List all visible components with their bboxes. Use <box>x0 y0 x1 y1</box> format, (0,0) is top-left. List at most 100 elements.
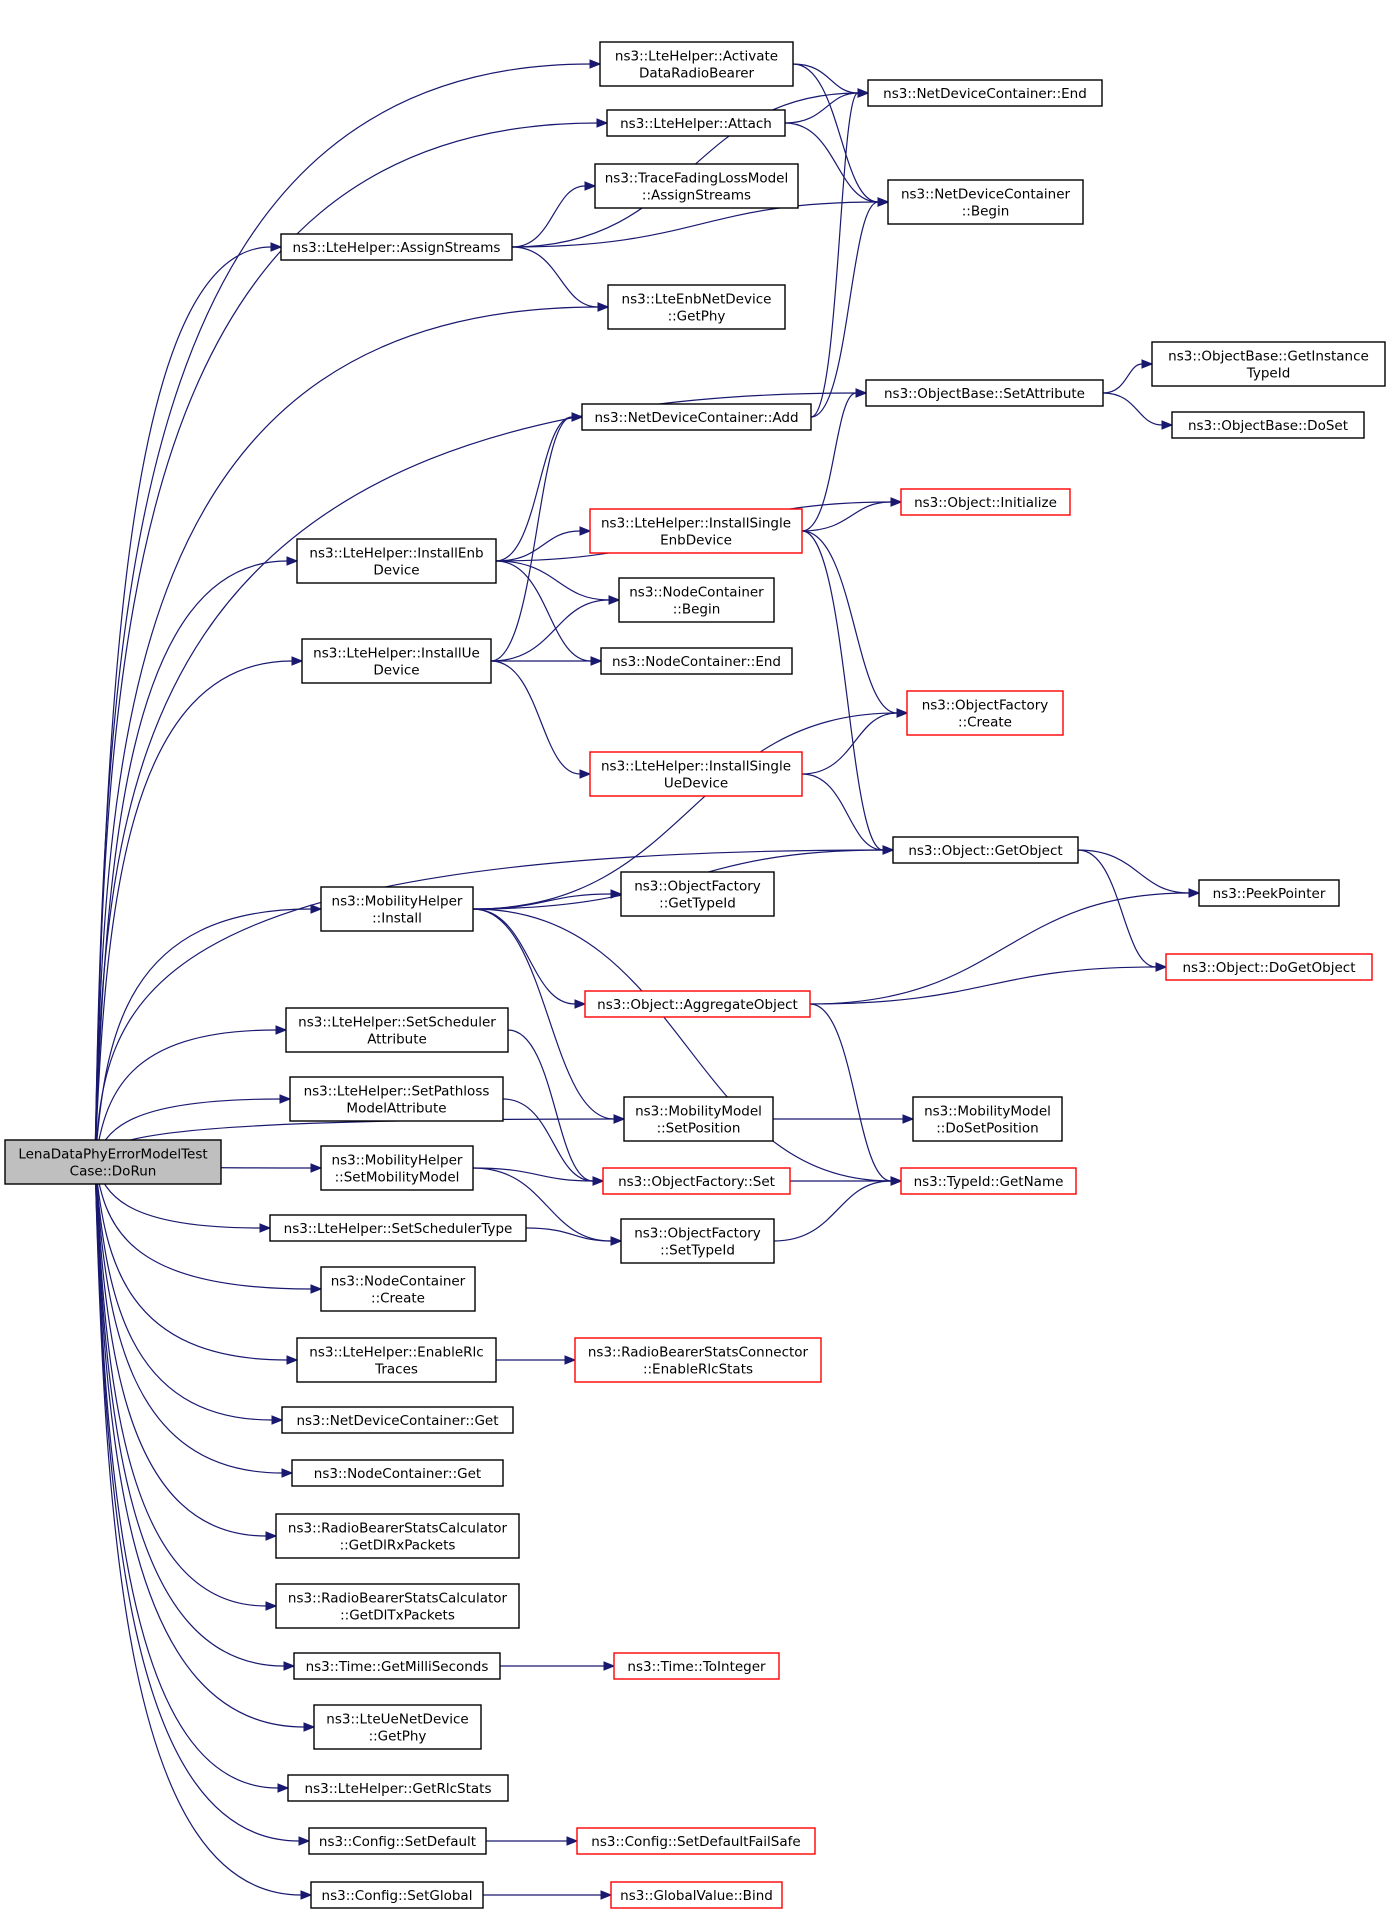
edge-line <box>495 530 581 562</box>
node-ofgettypeid[interactable]: ns3::ObjectFactory::GetTypeId <box>620 871 775 917</box>
node-setmobility[interactable]: ns3::MobilityHelper::SetMobilityModel <box>320 1145 474 1191</box>
node-label-line: ::AssignStreams <box>642 188 751 204</box>
node-getdltx[interactable]: ns3::RadioBearerStatsCalculator::GetDlTx… <box>275 1583 520 1629</box>
node-box <box>281 1406 514 1434</box>
edge-assignstreams-to-tracefading <box>511 181 597 248</box>
node-setglobal[interactable]: ns3::Config::SetGlobal <box>310 1881 484 1909</box>
node-ofcreate[interactable]: ns3::ObjectFactory::Create <box>906 690 1064 736</box>
node-label-line: ns3::LteEnbNetDevice <box>622 292 772 308</box>
edge-line <box>1077 849 1157 968</box>
edge-mhinstall-to-getname <box>472 908 903 1186</box>
node-label-line: ns3::NetDeviceContainer::Get <box>296 1413 498 1429</box>
node-box <box>602 1167 791 1195</box>
node-box <box>887 179 1084 225</box>
node-label-line: ns3::NetDeviceContainer::Add <box>594 410 798 426</box>
edge-root-to-setdefault <box>94 1161 311 1846</box>
node-ofset[interactable]: ns3::ObjectFactory::Set <box>602 1167 791 1195</box>
node-label-line: ns3::RadioBearerStatsConnector <box>588 1345 809 1361</box>
edge-arrowhead <box>286 1355 299 1365</box>
node-nccreate[interactable]: ns3::NodeContainer::Create <box>320 1266 476 1312</box>
node-peekpointer[interactable]: ns3::PeekPointer <box>1198 879 1340 907</box>
node-ncget[interactable]: ns3::NodeContainer::Get <box>291 1459 504 1487</box>
node-doset[interactable]: ns3::ObjectBase::DoSet <box>1171 411 1365 439</box>
edge-root-to-setschedattr <box>94 1025 288 1163</box>
node-box <box>320 1145 474 1191</box>
edge-activate-to-ndcend <box>792 63 870 98</box>
edge-line <box>472 908 576 1005</box>
node-box <box>606 109 786 137</box>
node-label-line: ns3::LteHelper::SetSchedulerType <box>284 1221 513 1237</box>
node-label-line: ModelAttribute <box>346 1101 446 1117</box>
node-assignstreams[interactable]: ns3::LteHelper::AssignStreams <box>280 233 513 261</box>
node-box <box>320 886 474 932</box>
edge-arrowhead <box>857 88 870 98</box>
edge-arrowhead <box>281 1468 294 1478</box>
edge-line <box>801 392 857 532</box>
node-setdefaultfailsafe[interactable]: ns3::Config::SetDefaultFailSafe <box>576 1827 816 1855</box>
node-ndcend[interactable]: ns3::NetDeviceContainer::End <box>867 79 1103 107</box>
node-getdlrx[interactable]: ns3::RadioBearerStatsCalculator::GetDlRx… <box>275 1513 520 1559</box>
node-aggregate[interactable]: ns3::Object::AggregateObject <box>584 990 811 1018</box>
node-label-line: EnbDevice <box>660 533 732 549</box>
node-ncbegin[interactable]: ns3::NodeContainer::Begin <box>618 577 775 623</box>
node-setschedtype[interactable]: ns3::LteHelper::SetSchedulerType <box>269 1214 527 1242</box>
node-label-line: ns3::MobilityModel <box>635 1104 762 1120</box>
node-ndcget[interactable]: ns3::NetDeviceContainer::Get <box>281 1406 514 1434</box>
node-setattribute[interactable]: ns3::ObjectBase::SetAttribute <box>865 379 1104 407</box>
edge-root-to-enablerlc <box>94 1161 299 1365</box>
node-tracefading[interactable]: ns3::TraceFadingLossModel::AssignStreams <box>594 163 799 209</box>
edge-arrowhead <box>592 1176 605 1186</box>
node-mmdosetpos[interactable]: ns3::MobilityModel::DoSetPosition <box>912 1096 1063 1142</box>
edge-arrowhead <box>902 1114 915 1124</box>
edge-arrowhead <box>265 1601 278 1611</box>
edge-line <box>792 63 879 203</box>
node-objinit[interactable]: ns3::Object::Initialize <box>900 488 1071 516</box>
edge-line <box>801 501 892 532</box>
node-tointeger[interactable]: ns3::Time::ToInteger <box>613 1652 780 1680</box>
edge-setdefault-to-setdefaultfailsafe <box>485 1836 579 1846</box>
edge-line <box>94 1161 267 1537</box>
node-ndcbegin[interactable]: ns3::NetDeviceContainer::Begin <box>887 179 1084 225</box>
node-uegetphy[interactable]: ns3::LteUeNetDevice::GetPhy <box>313 1704 482 1750</box>
edge-installenb-to-ncend <box>495 560 603 666</box>
edge-line <box>1102 392 1163 426</box>
edge-arrowhead <box>579 526 592 536</box>
node-box <box>912 1096 1063 1142</box>
node-ndcadd[interactable]: ns3::NetDeviceContainer::Add <box>581 403 812 431</box>
node-box <box>589 751 803 797</box>
node-label-line: ns3::Object::DoGetObject <box>1182 960 1355 976</box>
node-mhinstall[interactable]: ns3::MobilityHelper::Install <box>320 886 474 932</box>
node-gvbind[interactable]: ns3::GlobalValue::Bind <box>610 1881 783 1909</box>
node-ofsettypeid[interactable]: ns3::ObjectFactory::SetTypeId <box>620 1218 775 1264</box>
node-enablerlcstats[interactable]: ns3::RadioBearerStatsConnector::EnableRl… <box>574 1337 822 1383</box>
edge-line <box>1102 363 1143 394</box>
edge-arrowhead <box>579 769 592 779</box>
node-getms[interactable]: ns3::Time::GetMilliSeconds <box>293 1652 501 1680</box>
edge-line <box>94 1161 288 1361</box>
node-enbgetphy[interactable]: ns3::LteEnbNetDevice::GetPhy <box>607 284 786 330</box>
node-setpathloss[interactable]: ns3::LteHelper::SetPathlossModelAttribut… <box>289 1076 504 1122</box>
node-box <box>574 1337 822 1383</box>
node-attach[interactable]: ns3::LteHelper::Attach <box>606 109 786 137</box>
node-label-line: ns3::LteHelper::SetPathloss <box>304 1084 490 1100</box>
node-setdefault[interactable]: ns3::Config::SetDefault <box>308 1827 487 1855</box>
node-dogetobject[interactable]: ns3::Object::DoGetObject <box>1165 953 1373 981</box>
node-label-line: ::SetMobilityModel <box>335 1170 460 1186</box>
node-ncend[interactable]: ns3::NodeContainer::End <box>600 647 793 675</box>
node-getobject[interactable]: ns3::Object::GetObject <box>892 836 1079 864</box>
node-mmsetpos[interactable]: ns3::MobilityModel::SetPosition <box>623 1096 774 1142</box>
node-box <box>296 1337 497 1383</box>
edge-installsingleenb-to-objinit <box>801 497 903 532</box>
node-box <box>291 1459 504 1487</box>
node-getname[interactable]: ns3::TypeId::GetName <box>900 1167 1077 1195</box>
node-getrlcstats[interactable]: ns3::LteHelper::GetRlcStats <box>287 1774 509 1802</box>
